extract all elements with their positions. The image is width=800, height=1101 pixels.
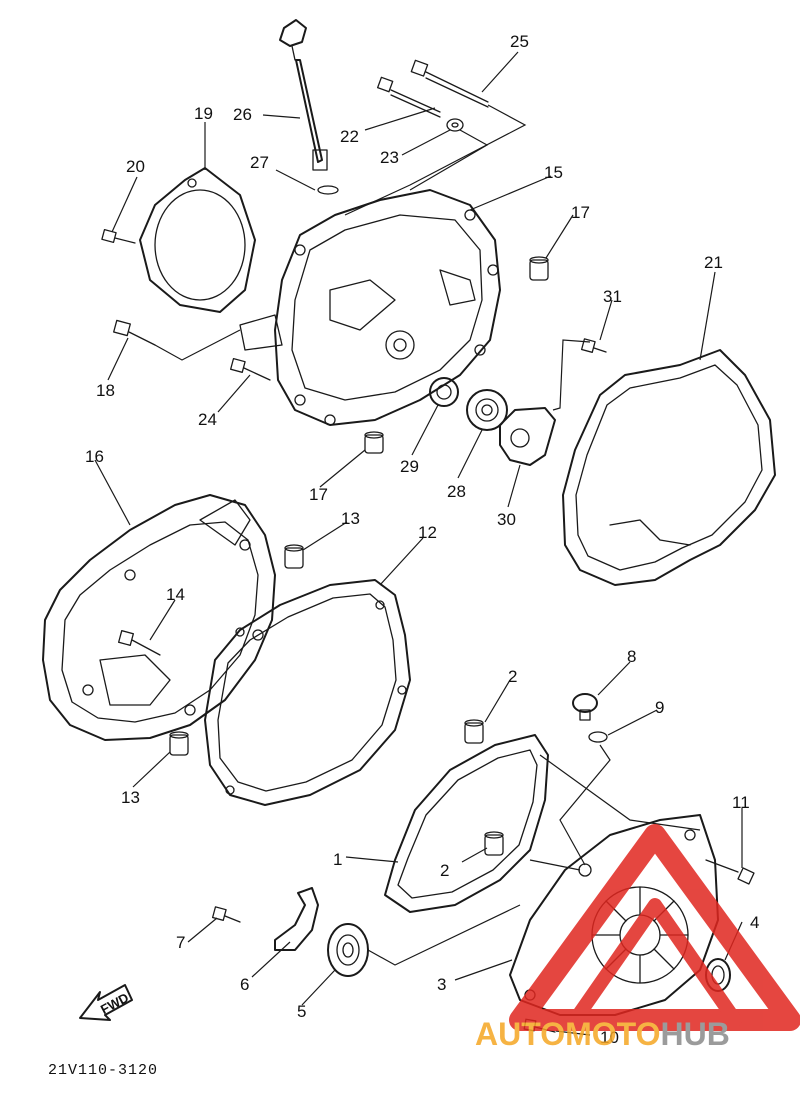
callout-28: 28 (447, 482, 466, 501)
cover-plate-part-19 (139, 167, 256, 313)
callout-18: 18 (96, 381, 115, 400)
callout-2-lower: 2 (440, 861, 449, 880)
filler-cap-part-8 (572, 693, 598, 721)
part-callouts: 25 26 22 23 27 15 19 20 17 21 31 18 24 2… (85, 32, 759, 1047)
dowel-pin-part-2-lower (484, 831, 504, 856)
crankcase-cover-part-15 (239, 189, 501, 426)
callout-8: 8 (627, 647, 636, 666)
dowel-pin-part-13 (284, 544, 304, 569)
callout-3: 3 (437, 975, 446, 994)
callout-1: 1 (333, 850, 342, 869)
leader-lines (94, 51, 743, 1036)
callout-5: 5 (297, 1002, 306, 1021)
automotohub-watermark-logo: AUTOMOTOHUB (475, 824, 800, 1052)
gasket-part-21 (562, 349, 776, 586)
gasket-part-1 (384, 734, 549, 913)
bolt-part-14 (118, 630, 161, 656)
bolt-part-18 (113, 319, 241, 361)
callout-11: 11 (732, 793, 750, 812)
callout-17-upper: 17 (571, 203, 590, 222)
crankcase-housing-part-16 (42, 494, 276, 741)
bolt-part-11 (705, 859, 755, 885)
watermark-word-auto: AUTOMOTOHUB (475, 1016, 730, 1052)
washer-part-23 (446, 118, 464, 132)
bolt-part-24 (230, 357, 271, 381)
screw-part-31 (580, 338, 607, 353)
callout-19: 19 (194, 104, 213, 123)
callout-12: 12 (418, 523, 437, 542)
screw-part-7 (211, 906, 241, 923)
callout-31: 31 (603, 287, 622, 306)
callout-2-upper: 2 (508, 667, 517, 686)
callout-17-lower: 17 (309, 485, 328, 504)
bearing-part-28 (466, 389, 508, 431)
callout-7: 7 (176, 933, 185, 952)
callout-6: 6 (240, 975, 249, 994)
callout-15: 15 (544, 163, 563, 182)
callout-22: 22 (340, 127, 359, 146)
callout-13-lower: 13 (121, 788, 140, 807)
callout-10: 10 (600, 1028, 619, 1047)
dowel-pin-part-17-lower (364, 431, 384, 454)
bearing-part-5 (327, 923, 369, 977)
oil-seal-part-29 (429, 377, 459, 407)
plate-part-6 (274, 887, 319, 951)
dipstick-part-26 (279, 19, 339, 195)
callout-24: 24 (198, 410, 217, 429)
retainer-plate-part-30 (499, 407, 556, 466)
callout-21: 21 (704, 253, 723, 272)
o-ring-part-9 (588, 731, 608, 743)
bolt-part-20 (101, 228, 136, 244)
long-bolt-part-25 (410, 59, 489, 108)
callout-4: 4 (750, 913, 759, 932)
callout-9: 9 (655, 698, 664, 717)
callout-27: 27 (250, 153, 269, 172)
callout-13-upper: 13 (341, 509, 360, 528)
callout-14: 14 (166, 585, 185, 604)
fwd-arrow-icon: FWD (79, 984, 133, 1021)
callout-25: 25 (510, 32, 529, 51)
callout-23: 23 (380, 148, 399, 167)
callout-20: 20 (126, 157, 145, 176)
callout-30: 30 (497, 510, 516, 529)
fwd-label: FWD (98, 990, 131, 1017)
callout-16: 16 (85, 447, 104, 466)
dowel-pin-part-13-lower (169, 731, 189, 756)
callout-26: 26 (233, 105, 252, 124)
callout-29: 29 (400, 457, 419, 476)
gasket-part-12 (204, 579, 411, 806)
dowel-pin-part-17 (529, 256, 549, 281)
long-bolt-part-22 (377, 76, 441, 118)
dowel-pin-part-2 (464, 719, 484, 744)
drawing-code: 21V110-3120 (48, 1062, 158, 1079)
